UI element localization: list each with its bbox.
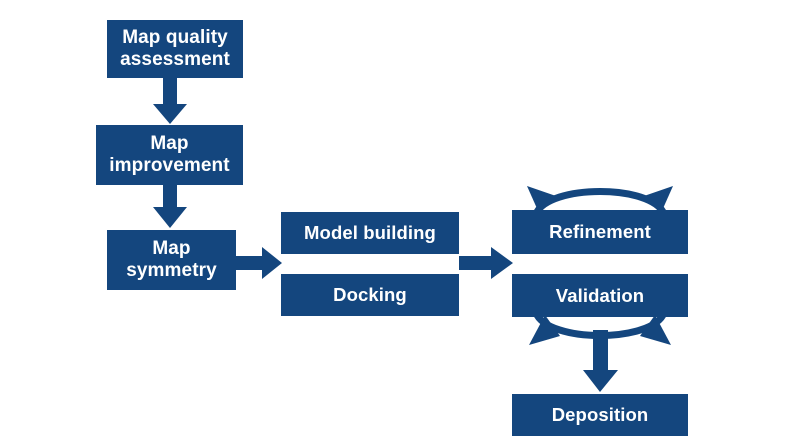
node-validation[interactable]: Validation	[512, 274, 688, 317]
node-docking[interactable]: Docking	[281, 274, 459, 316]
node-map-quality-assessment[interactable]: Map quality assessment	[107, 20, 243, 78]
node-map-symmetry[interactable]: Map symmetry	[107, 230, 236, 290]
node-refinement[interactable]: Refinement	[512, 210, 688, 254]
node-deposition[interactable]: Deposition	[512, 394, 688, 436]
node-map-improvement[interactable]: Map improvement	[96, 125, 243, 185]
node-model-building[interactable]: Model building	[281, 212, 459, 254]
